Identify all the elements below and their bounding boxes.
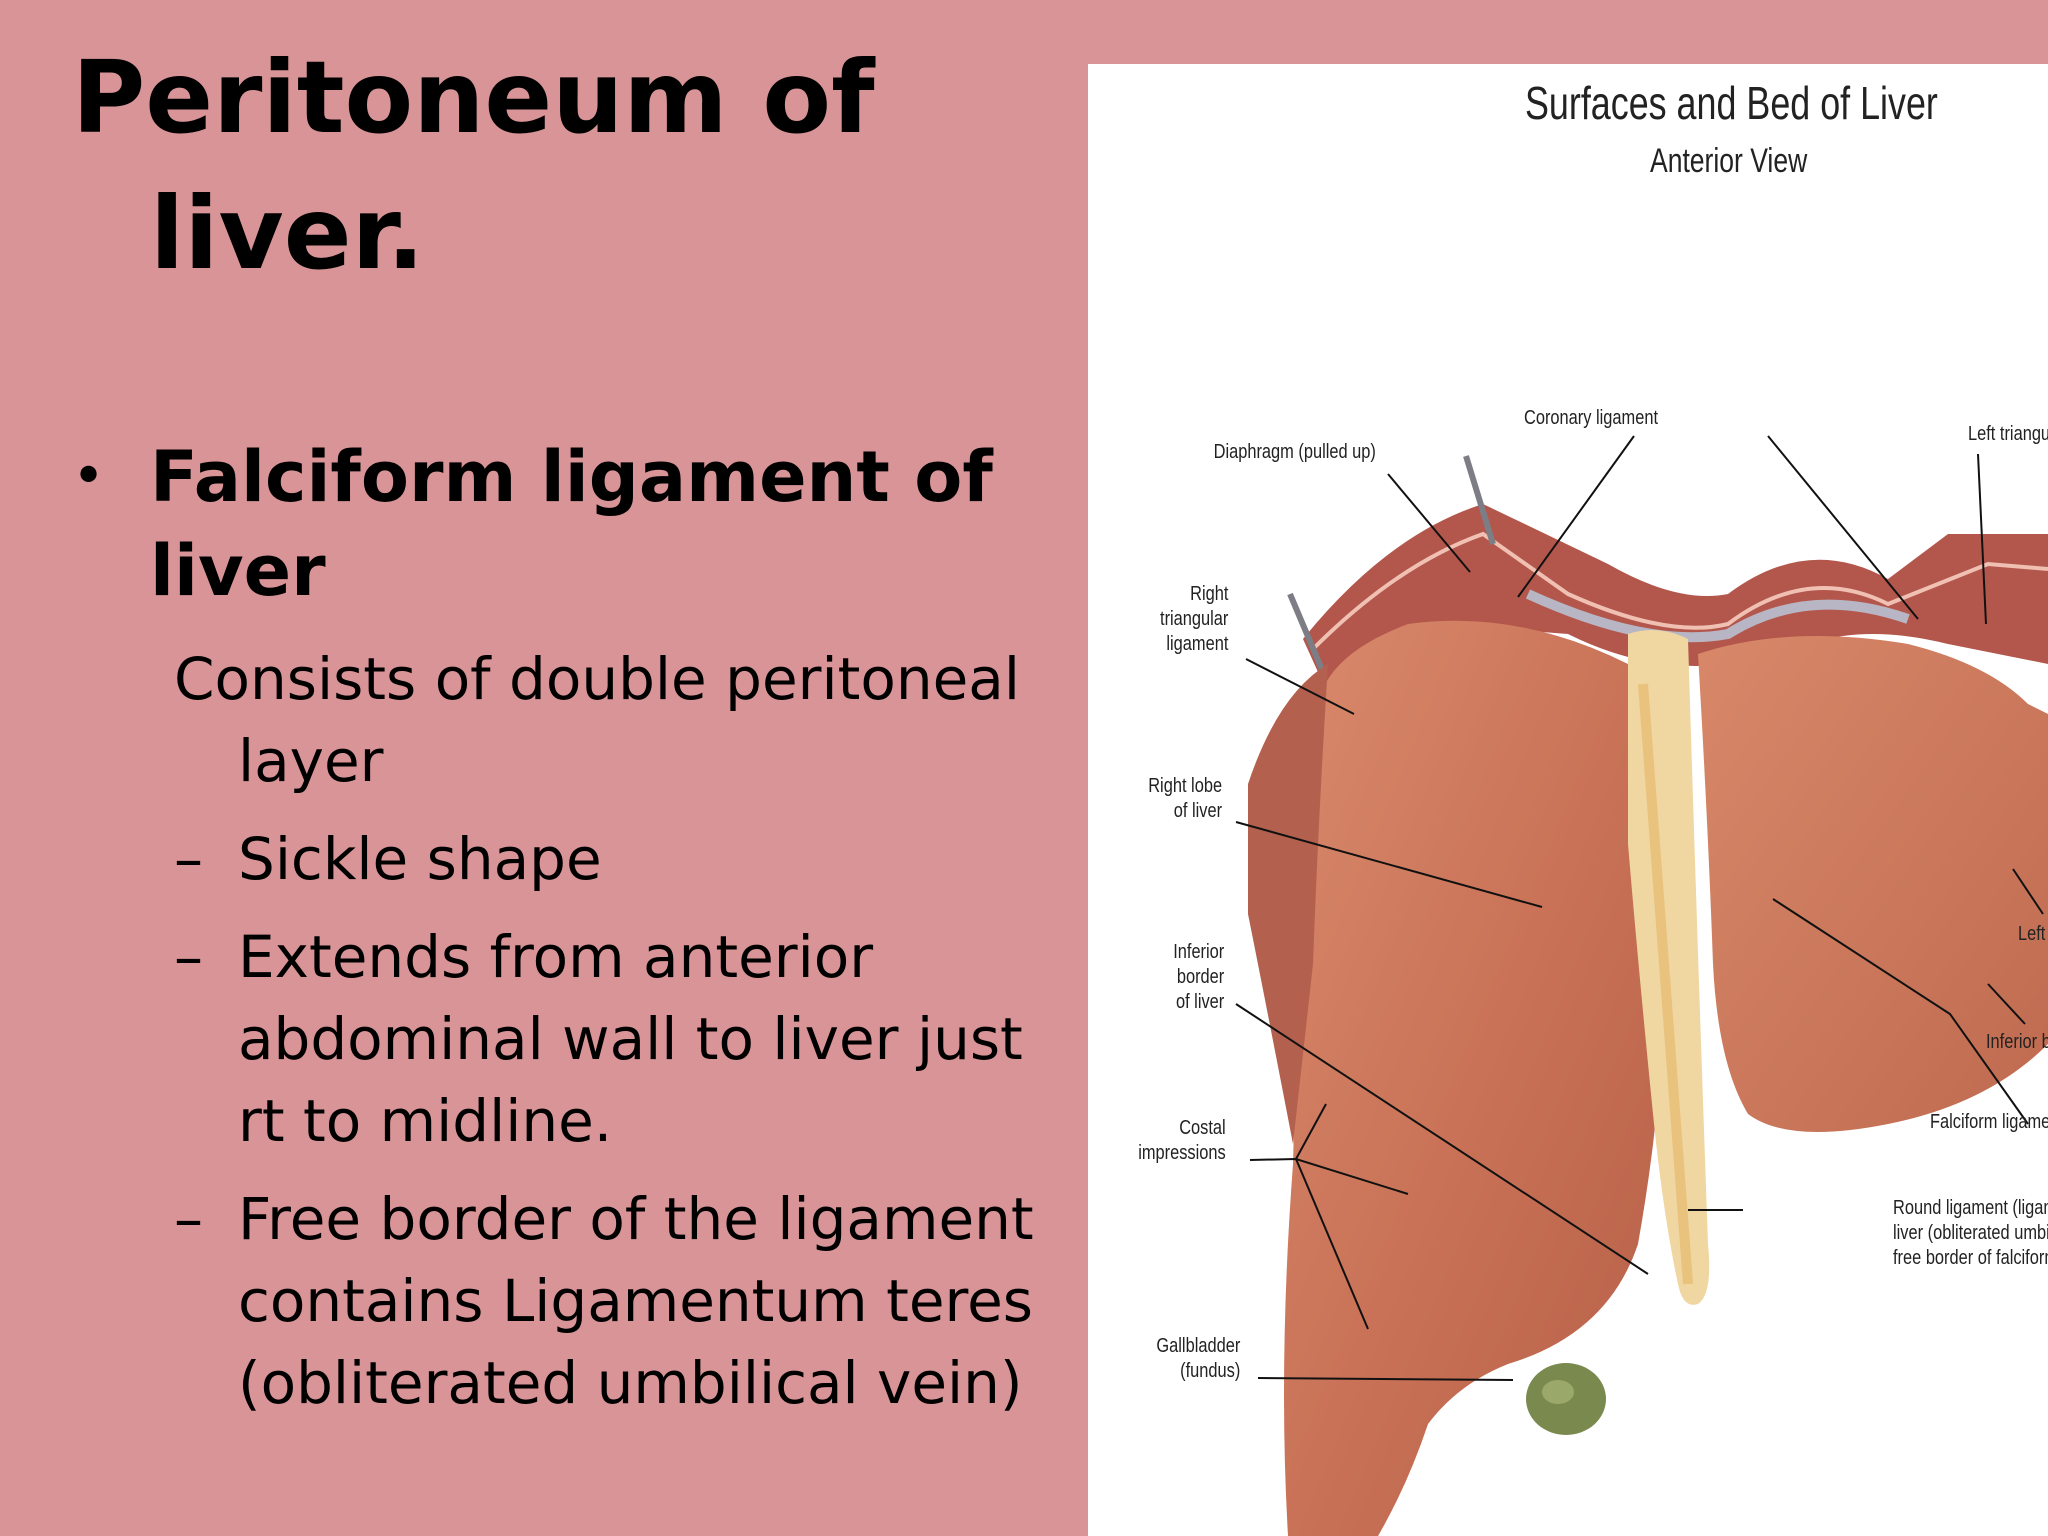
leader-lines [1235, 435, 2044, 1381]
right-lobe [1248, 620, 1666, 1536]
liver-illustration: Surfaces and Bed of Liver Anterior View [1088, 64, 2048, 1536]
left-lobe [1698, 636, 2048, 1132]
slide-title: Peritoneum of liver. [72, 30, 875, 302]
point-sickle-shape: – Sickle shape [72, 818, 1072, 900]
point-extends-from: – Extends from anterior abdominal wall t… [72, 916, 1072, 1162]
label-left-triangular: Left triangu [1968, 423, 2048, 445]
description-text: Consists of double peritoneal layer [174, 645, 1020, 795]
falciform-ligament [1628, 630, 1710, 1305]
liver-drawing [1235, 435, 2048, 1536]
gallbladder [1526, 1363, 1606, 1435]
label-inferior-border-right: Inferior b [1986, 1031, 2048, 1053]
point-text: Free border of the ligament contains Lig… [238, 1185, 1034, 1417]
bullet-heading: Falciform ligament of liver [150, 436, 993, 612]
label-round-ligament: Round ligament (ligam liver (obliterated… [1893, 1197, 2048, 1269]
label-inferior-border: Inferior border of liver [1172, 941, 1224, 1013]
dash-marker: – [174, 825, 203, 893]
diaphragm-cut [1303, 504, 2048, 694]
label-coronary-ligament: Coronary ligament [1524, 407, 1659, 429]
title-line-2: liver. [150, 175, 425, 292]
label-right-triangular: Right triangular ligament [1159, 583, 1228, 655]
figure-subtitle: Anterior View [1650, 142, 1808, 180]
point-free-border: – Free border of the ligament contains L… [72, 1178, 1072, 1424]
label-costal-impressions: Costal impressions [1138, 1117, 1226, 1164]
bullet-dot: • [72, 444, 106, 509]
label-gallbladder: Gallbladder (fundus) [1156, 1335, 1240, 1382]
label-falciform-ligament: Falciform ligamen [1930, 1111, 2048, 1133]
pins [1287, 455, 1496, 674]
dash-marker: – [174, 1185, 203, 1253]
bullet-falciform: • Falciform ligament of liver [72, 430, 1072, 618]
label-left-lobe: Left [2018, 923, 2046, 945]
point-text: Extends from anterior abdominal wall to … [238, 923, 1023, 1155]
title-line-1: Peritoneum of [72, 39, 875, 156]
figure-title: Surfaces and Bed of Liver [1525, 77, 1938, 129]
slide-body: • Falciform ligament of liver Consists o… [72, 430, 1072, 1424]
dash-marker: – [174, 923, 203, 991]
point-text: Sickle shape [238, 825, 602, 893]
label-diaphragm: Diaphragm (pulled up) [1213, 441, 1376, 463]
label-right-lobe: Right lobe of liver [1148, 775, 1222, 822]
